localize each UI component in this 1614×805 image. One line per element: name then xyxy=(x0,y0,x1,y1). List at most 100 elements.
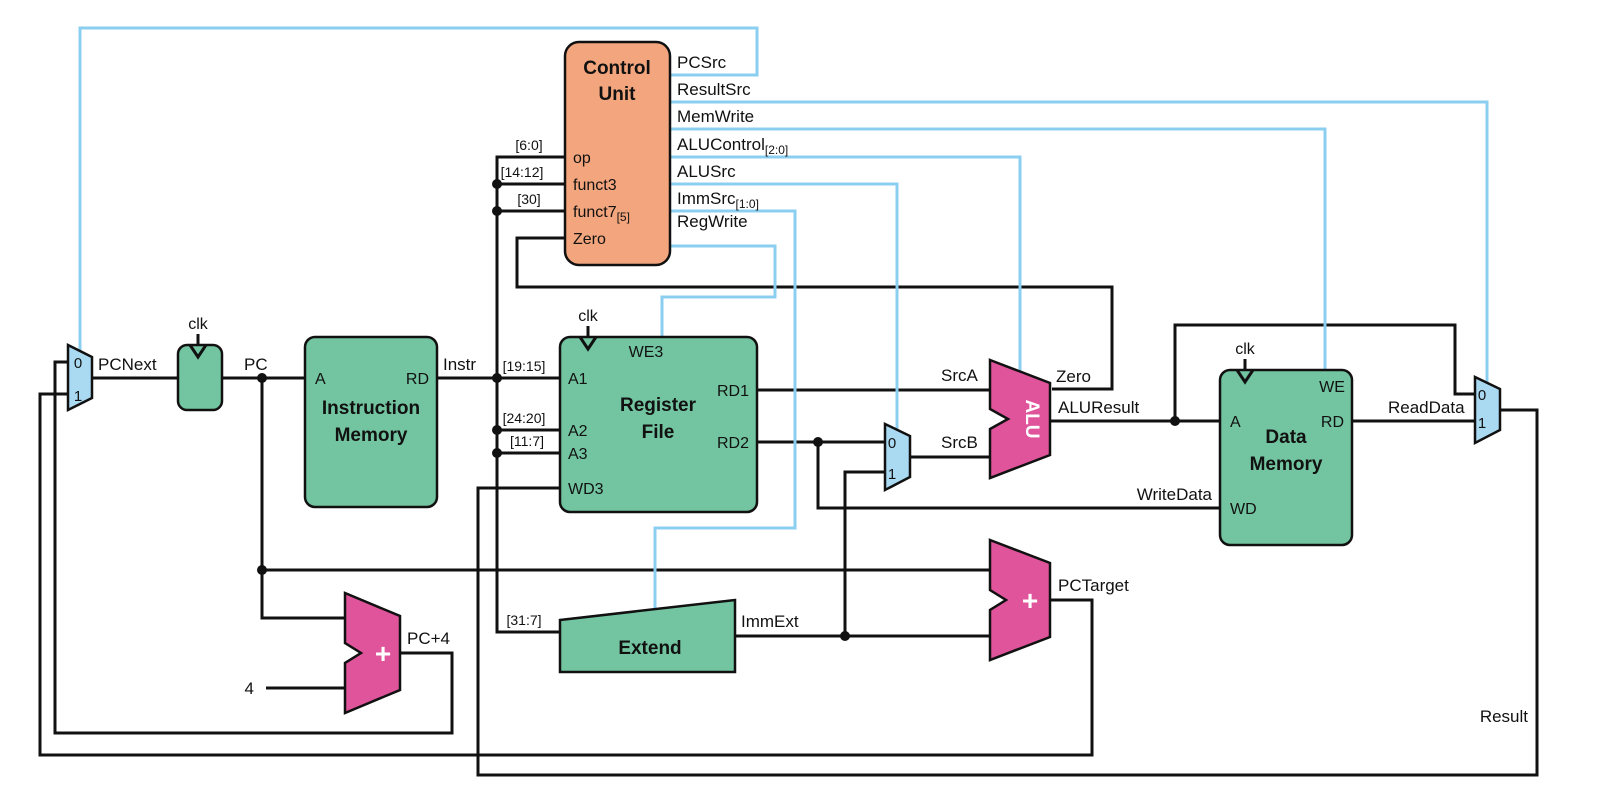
port-a2-label: A2 xyxy=(568,423,588,440)
srcb-label: SrcB xyxy=(941,433,978,452)
instruction-memory-title-2: Memory xyxy=(335,425,408,446)
pc-mux-input0-label: 0 xyxy=(74,355,82,372)
junction-dot xyxy=(840,631,850,641)
alucontrol-label: ALUControl[2:0] xyxy=(677,135,788,157)
pcplus4-label: PC+4 xyxy=(407,629,450,648)
port-funct7-label: funct7[5] xyxy=(573,204,630,224)
result-label: Result xyxy=(1480,707,1528,726)
wire-immext-to-srcbmux xyxy=(843,470,887,636)
result-mux: 0 1 xyxy=(1473,375,1502,446)
pc-label: PC xyxy=(244,355,268,374)
instruction-memory-title-1: Instruction xyxy=(322,398,420,419)
pcplus4-adder: + xyxy=(343,591,402,715)
pctarget-adder: + xyxy=(988,538,1052,662)
pc-mux-input1-label: 1 xyxy=(74,388,82,405)
wire-aluresult-to-resultmux xyxy=(1173,323,1477,421)
pcsrc-label: PCSrc xyxy=(677,53,727,72)
port-rd1-label: RD1 xyxy=(717,383,749,400)
junction-dot xyxy=(492,179,502,189)
port-a-label: A xyxy=(1230,414,1241,431)
port-wd3-label: WD3 xyxy=(568,481,604,498)
wire-pctarget-loop xyxy=(38,392,1094,757)
port-we-label: WE xyxy=(1319,379,1345,396)
wire-result xyxy=(476,408,1539,777)
aluresult-label: ALUResult xyxy=(1058,398,1140,417)
result-mux-shape xyxy=(1473,375,1502,446)
readdata-label: ReadData xyxy=(1388,398,1465,417)
bitslice-imm-label: [31:7] xyxy=(506,612,541,628)
clk-label: clk xyxy=(1235,341,1256,358)
clk-label: clk xyxy=(578,308,599,325)
zero-label: Zero xyxy=(1056,367,1091,386)
clock-triangle-icon xyxy=(578,336,598,352)
clk-label: clk xyxy=(188,316,209,333)
alusrc-label: ALUSrc xyxy=(677,162,736,181)
junction-dot xyxy=(492,448,502,458)
signal-labels: PCNext PC Instr SrcA SrcB Zero ALUResult… xyxy=(98,355,1528,726)
result-mux-input1-label: 1 xyxy=(1478,415,1486,432)
port-funct3-label: funct3 xyxy=(573,177,617,194)
port-a1-label: A1 xyxy=(568,371,588,388)
wire-instr-imm xyxy=(495,378,562,634)
register-file-title-1: Register xyxy=(620,395,697,416)
junction-dot xyxy=(492,425,502,435)
port-funct7-text: funct7 xyxy=(573,204,617,221)
four-constant-label: 4 xyxy=(245,679,254,698)
alucontrol-sub: [2:0] xyxy=(765,143,788,157)
bitslice-a1-label: [19:15] xyxy=(503,358,546,374)
resultsrc-label: ResultSrc xyxy=(677,80,751,99)
control-unit-title-2: Unit xyxy=(599,84,637,105)
pctarget-adder-shape xyxy=(988,538,1052,662)
junction-dot xyxy=(257,565,267,575)
control-output-labels: PCSrc ResultSrc MemWrite ALUControl[2:0]… xyxy=(677,53,788,231)
wire-resultsrc xyxy=(668,100,1489,385)
data-memory-box xyxy=(1218,368,1354,547)
immsrc-label: ImmSrc[1:0] xyxy=(677,189,759,211)
control-wires xyxy=(78,26,1489,612)
instr-label: Instr xyxy=(443,355,476,374)
port-a-label: A xyxy=(315,371,326,388)
extend-title: Extend xyxy=(618,638,681,659)
bit-slice-labels: [6:0] [14:12] [30] [19:15] [24:20] [11:7… xyxy=(501,137,546,628)
plus-icon: + xyxy=(375,638,391,669)
pctarget-label: PCTarget xyxy=(1058,576,1129,595)
regwrite-label: RegWrite xyxy=(677,212,748,231)
pc-mux: 0 1 xyxy=(66,342,94,413)
port-funct7-sub: [5] xyxy=(617,210,630,224)
srca-label: SrcA xyxy=(941,366,979,385)
port-zero-label: Zero xyxy=(573,231,606,248)
clock-triangle-icon xyxy=(188,344,208,360)
register-file: WE3 A1 A2 A3 WD3 RD1 RD2 Register File c… xyxy=(558,308,759,514)
port-op-label: op xyxy=(573,150,591,167)
instruction-memory: A RD Instruction Memory xyxy=(303,335,439,509)
junction-dot xyxy=(492,206,502,216)
junction-dot xyxy=(813,437,823,447)
junction-dot xyxy=(492,373,502,383)
immsrc-sub: [1:0] xyxy=(736,197,759,211)
junction-dot xyxy=(257,373,267,383)
wire-immsrc xyxy=(653,209,797,612)
immsrc-text: ImmSrc xyxy=(677,189,736,208)
port-rd2-label: RD2 xyxy=(717,435,749,452)
wire-alusrc xyxy=(668,182,899,432)
data-memory: WE A RD WD Data Memory clk xyxy=(1218,341,1354,547)
port-rd-label: RD xyxy=(1321,414,1344,431)
control-unit: Control Unit op funct3 funct7[5] Zero xyxy=(563,40,672,267)
wire-zero xyxy=(515,236,1114,391)
extend-unit: Extend xyxy=(558,598,737,674)
srcb-mux-input1-label: 1 xyxy=(888,466,896,483)
alu-shape xyxy=(988,358,1052,480)
instruction-memory-box xyxy=(303,335,439,509)
register-file-title-2: File xyxy=(642,422,675,443)
alu-title: ALU xyxy=(1021,399,1042,438)
junction-dots xyxy=(257,179,1180,641)
control-unit-title-1: Control xyxy=(583,58,651,79)
wire-regwrite xyxy=(660,244,777,340)
result-mux-input0-label: 0 xyxy=(1478,387,1486,404)
wire-instr-op xyxy=(495,155,567,378)
wire-pcsrc xyxy=(78,26,759,353)
pcplus4-adder-shape xyxy=(343,591,402,715)
port-a3-label: A3 xyxy=(568,446,588,463)
srcb-mux-input0-label: 0 xyxy=(888,435,896,452)
srcb-mux-shape xyxy=(883,422,912,493)
